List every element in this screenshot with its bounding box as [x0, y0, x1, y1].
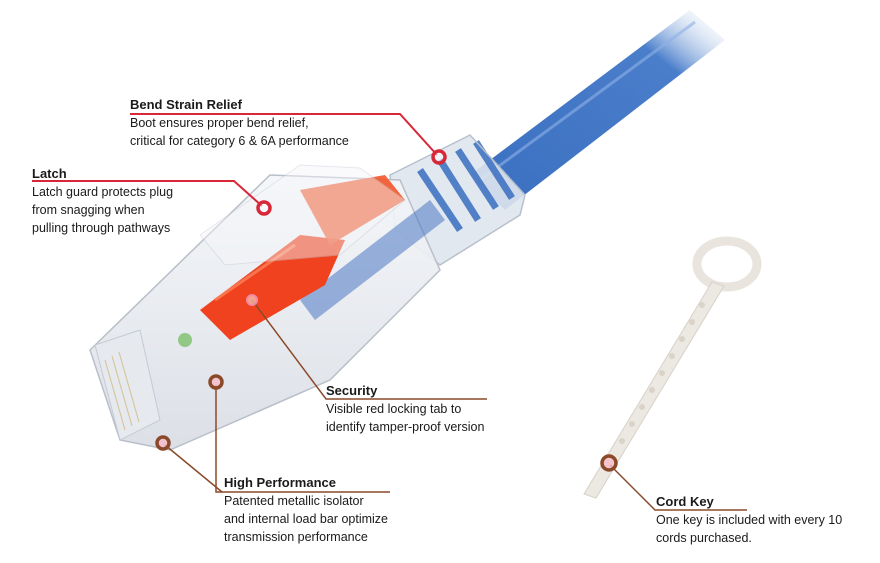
callout-title: Latch — [32, 166, 67, 181]
marker-security-icon — [246, 294, 258, 306]
leader-high-performance-2 — [164, 444, 223, 493]
latch-guard — [199, 164, 406, 266]
callout-description: Latch guard protects plug from snagging … — [32, 185, 174, 235]
callout-description: One key is included with every 10 cords … — [656, 513, 843, 545]
callout-latch: Latch Latch guard protects plug from sna… — [32, 165, 173, 237]
callout-bend-strain-relief: Bend Strain Relief Boot ensures proper b… — [130, 96, 349, 150]
callout-high-performance: High Performance Patented metallic isola… — [224, 474, 388, 546]
callout-security: Security Visible red locking tab to iden… — [326, 382, 484, 436]
callout-title: Bend Strain Relief — [130, 97, 242, 112]
cord-key-tool — [583, 236, 762, 499]
blue-cable — [470, 10, 725, 210]
leader-bend-strain-relief — [130, 113, 438, 156]
marker-latch-icon — [256, 200, 272, 216]
callout-title: Cord Key — [656, 494, 714, 509]
callout-title: Security — [326, 383, 378, 398]
marker-bend-strain-relief-icon — [431, 149, 447, 165]
leader-high-performance-1 — [215, 385, 390, 493]
leader-lines — [32, 113, 747, 511]
callout-description: Visible red locking tab to identify tamp… — [326, 402, 485, 434]
marker-cord-key-icon — [600, 454, 618, 472]
marker-rings — [155, 149, 618, 472]
marker-high-performance-icon — [208, 374, 224, 390]
callout-cord-key: Cord Key One key is included with every … — [656, 493, 842, 547]
red-locking-tab — [200, 175, 405, 340]
leader-cord-key — [609, 464, 747, 511]
callout-title: High Performance — [224, 475, 336, 490]
leader-latch — [32, 180, 263, 207]
callout-description: Patented metallic isolator and internal … — [224, 494, 388, 544]
leader-security — [251, 299, 487, 400]
marker-contacts-icon — [155, 435, 171, 451]
callout-description: Boot ensures proper bend relief, critica… — [130, 116, 349, 148]
